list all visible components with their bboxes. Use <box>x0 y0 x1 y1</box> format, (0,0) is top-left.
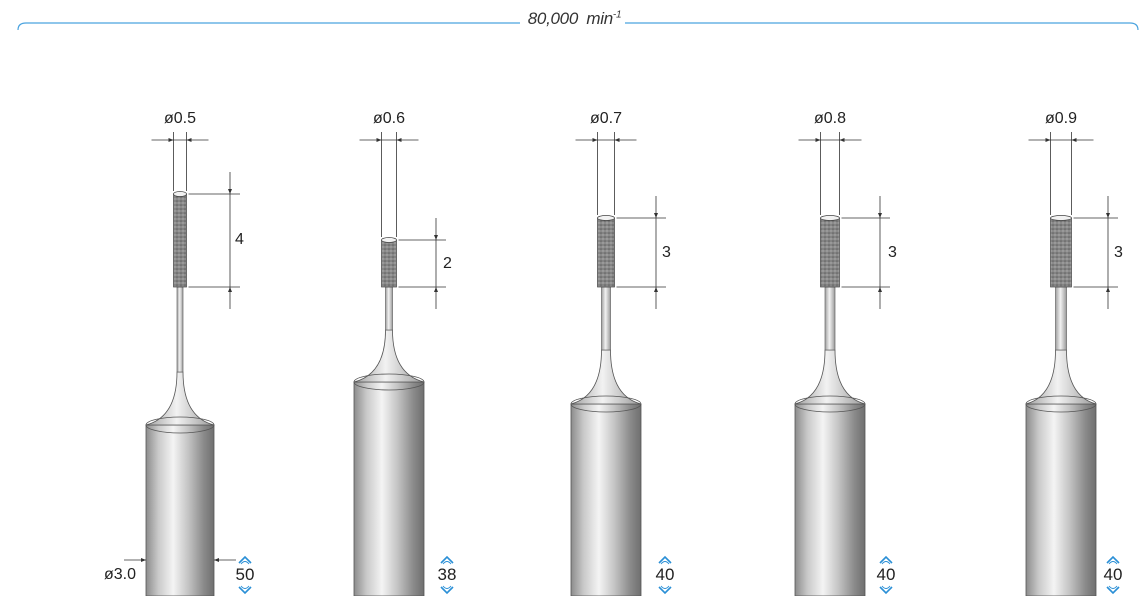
tool-2-neck <box>385 286 393 331</box>
tool-2 <box>353 132 446 597</box>
tool-4-dia-arrow-left <box>815 138 821 142</box>
tool-3-dia-arrow-left <box>592 138 598 142</box>
arrow-down-icon <box>658 585 672 595</box>
tool-1-len-arrow-bottom <box>228 287 232 292</box>
tool-3-tip-top <box>597 215 615 221</box>
tool-4-len-arrow-top <box>878 213 882 218</box>
tool-3-len-arrow-bottom <box>654 287 658 292</box>
arrow-up-icon <box>658 555 672 565</box>
tool-4-diameter: ø0.8 <box>813 110 847 127</box>
tool-4-shank <box>794 403 866 597</box>
tool-3-shank-edge <box>570 395 642 413</box>
tool-3-tip <box>597 217 615 288</box>
tool-2-tip-top <box>381 237 397 243</box>
tool-5-length: 3 <box>1114 244 1123 261</box>
speed-rule-line <box>17 22 1139 31</box>
tool-4-dia-arrow-right <box>839 138 845 142</box>
tool-4-tip <box>820 217 840 288</box>
tool-1-length: 4 <box>235 231 244 248</box>
tool-4-shank-edge <box>794 395 866 413</box>
arrow-up-icon <box>440 555 454 565</box>
tool-4-quantity-value: 40 <box>876 565 896 584</box>
tool-5-diameter: ø0.9 <box>1044 110 1078 127</box>
tool-2-shank <box>353 381 425 597</box>
arrow-down-icon <box>879 585 893 595</box>
tool-2-diameter: ø0.6 <box>372 110 406 127</box>
tool-3-neck <box>601 286 611 351</box>
tool-2-quantity: 38 <box>432 555 462 595</box>
tool-5 <box>1025 132 1118 597</box>
tool-2-len-arrow-bottom <box>434 287 438 292</box>
tool-4-tip-top <box>820 215 840 221</box>
arrow-down-icon <box>1106 585 1120 595</box>
tool-1-quantity-value: 50 <box>235 565 255 584</box>
tools-layer <box>124 132 1118 597</box>
tool-5-shank-edge <box>1025 395 1097 413</box>
tool-2-dia-arrow-left <box>376 138 382 142</box>
speed-rule-path <box>17 22 1139 31</box>
tool-1-dia-arrow-right <box>186 138 192 142</box>
tool-3-quantity: 40 <box>650 555 680 595</box>
tool-3-dia-arrow-right <box>614 138 620 142</box>
tool-4-neck <box>824 286 836 351</box>
tool-3-diameter: ø0.7 <box>589 110 623 127</box>
tool-1-len-arrow-top <box>228 189 232 194</box>
tool-1-shank-edge <box>145 416 215 434</box>
tool-5-quantity: 40 <box>1098 555 1128 595</box>
shank-diameter-label: ø3.0 <box>104 566 137 583</box>
tool-1-quantity: 50 <box>230 555 260 595</box>
tool-4-length: 3 <box>888 244 897 261</box>
tool-4-len-arrow-bottom <box>878 287 882 292</box>
shank-dim-arrow-right <box>214 558 219 562</box>
tool-1 <box>145 132 240 597</box>
tool-2-length: 2 <box>443 255 452 272</box>
tool-3 <box>570 132 666 597</box>
tool-4-quantity: 40 <box>871 555 901 595</box>
tool-1-diameter: ø0.5 <box>163 110 197 127</box>
arrow-down-icon <box>238 585 252 595</box>
tool-5-tip <box>1050 217 1072 288</box>
tool-4 <box>794 132 890 597</box>
arrow-up-icon <box>1106 555 1120 565</box>
tool-5-tip-top <box>1050 215 1072 221</box>
tool-3-shank <box>570 403 642 597</box>
tool-2-shank-edge <box>353 373 425 391</box>
tool-1-dia-arrow-left <box>168 138 174 142</box>
tool-2-quantity-value: 38 <box>437 565 457 584</box>
tool-5-len-arrow-top <box>1106 213 1110 218</box>
tool-5-neck <box>1055 286 1067 351</box>
tool-2-dia-arrow-right <box>396 138 402 142</box>
tool-5-shank <box>1025 403 1097 597</box>
tool-5-len-arrow-bottom <box>1106 287 1110 292</box>
shank-dim-arrow-left <box>141 558 146 562</box>
tool-1-tip <box>173 193 187 288</box>
tool-1-tip-top <box>173 191 187 197</box>
arrow-up-icon <box>238 555 252 565</box>
tool-1-neck <box>176 286 184 373</box>
tool-5-dia-arrow-left <box>1045 138 1051 142</box>
tool-3-length: 3 <box>662 244 671 261</box>
tool-2-tip <box>381 239 397 288</box>
tool-2-len-arrow-top <box>434 235 438 240</box>
tool-3-quantity-value: 40 <box>655 565 675 584</box>
tool-1-shank <box>145 424 215 597</box>
tool-3-len-arrow-top <box>654 213 658 218</box>
arrow-down-icon <box>440 585 454 595</box>
tool-5-dia-arrow-right <box>1071 138 1077 142</box>
arrow-up-icon <box>879 555 893 565</box>
tool-5-quantity-value: 40 <box>1103 565 1123 584</box>
